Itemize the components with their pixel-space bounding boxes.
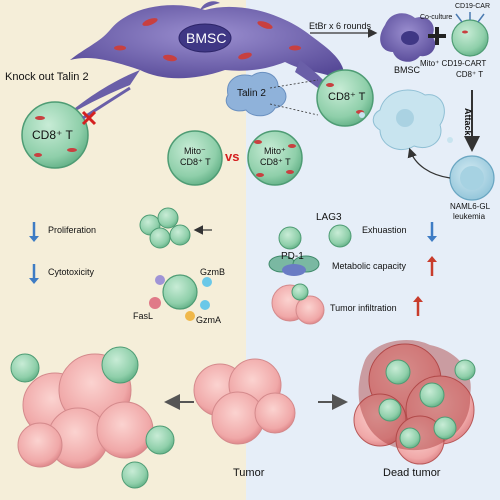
naml6-leukemia-cell [449,155,495,201]
dotted-line-2 [269,103,319,116]
mito-plus-cell [247,130,303,186]
cd8-left-label: CD8⁺ T [32,128,73,142]
mito-cart-cell [451,12,489,57]
mito-plus-label-2: CD8⁺ T [260,157,291,167]
exhaustion-down-arrow [427,222,437,242]
fasl-label: FasL [133,311,154,321]
bmsc-center-label: BMSC [186,30,227,46]
pd1-label: PD-1 [281,251,304,262]
dead-tumor-mass [353,340,476,465]
tumor-label: Tumor [233,467,265,479]
metabolic-cells [268,255,320,276]
mito-cart-label: Mito⁺ CD19-CART [420,59,487,68]
proliferation-down-arrow [29,222,39,242]
dead-tumor-label: Dead tumor [383,467,441,479]
leukemia-label: leukemia [453,212,486,221]
mito-plus-label-1: Mito⁺ [264,146,286,156]
granule-icon [155,275,165,285]
metabolic-label: Metabolic capacity [332,261,407,271]
cd8-t-cell-right [316,69,374,127]
etbr-label: EtBr x 6 rounds [309,21,372,31]
mito-minus-label-2: CD8⁺ T [180,157,211,167]
cd19car-label: CD19-CAR [455,3,491,10]
cd8-right-label: CD8⁺ T [328,91,366,103]
tumor-mass-left [10,346,175,489]
cytotoxicity-label: Cytotoxicity [48,267,95,277]
infiltration-up-arrow [413,296,423,316]
mito-minus-cell [167,130,223,186]
mito-cart-cd8-label: CD8⁺ T [456,70,484,79]
mito-minus-label-1: Mito⁻ [184,146,206,156]
cytotoxicity-down-arrow [29,264,39,284]
gzmb-granule-icon [202,277,212,287]
infiltration-label: Tumor infiltration [330,303,397,313]
metabolic-up-arrow [427,256,437,276]
gzmb-label: GzmB [200,267,226,277]
cytotoxic-cell [162,274,198,310]
tumor-infiltration-cluster [271,283,325,325]
fasl-granule-icon [149,297,161,309]
proliferation-label: Proliferation [48,225,97,235]
tumor-mass-center [193,358,296,445]
bmsc-right-cell [380,13,436,62]
vs-label: vs [225,149,240,164]
dotted-line-1 [269,79,319,89]
knockout-label: Knock out Talin 2 [5,71,89,83]
dying-leukemia-cell [359,89,453,151]
exhaustion-label: Exhuastion [362,225,407,235]
naml6-label: NAML6-GL [450,202,491,211]
granule-icon-2 [200,300,210,310]
gzma-granule-icon [185,311,195,321]
plus-icon [428,27,446,45]
curve-arrow [407,147,451,179]
proliferation-cell-cluster [139,207,191,249]
bmsc-right-label: BMSC [394,65,421,75]
lag3-label: LAG3 [316,212,342,223]
tether-line [82,86,131,120]
cross-icon [81,110,97,126]
talin2-label: Talin 2 [237,88,266,99]
pd1-cell [278,226,302,250]
talin2-blob [225,71,287,117]
gzma-label: GzmA [196,315,222,325]
coculture-label: Co-culture [420,14,453,21]
lag3-cell [328,224,352,248]
attack-label: Attack [463,108,473,136]
cd8-t-cell-left [21,101,89,169]
